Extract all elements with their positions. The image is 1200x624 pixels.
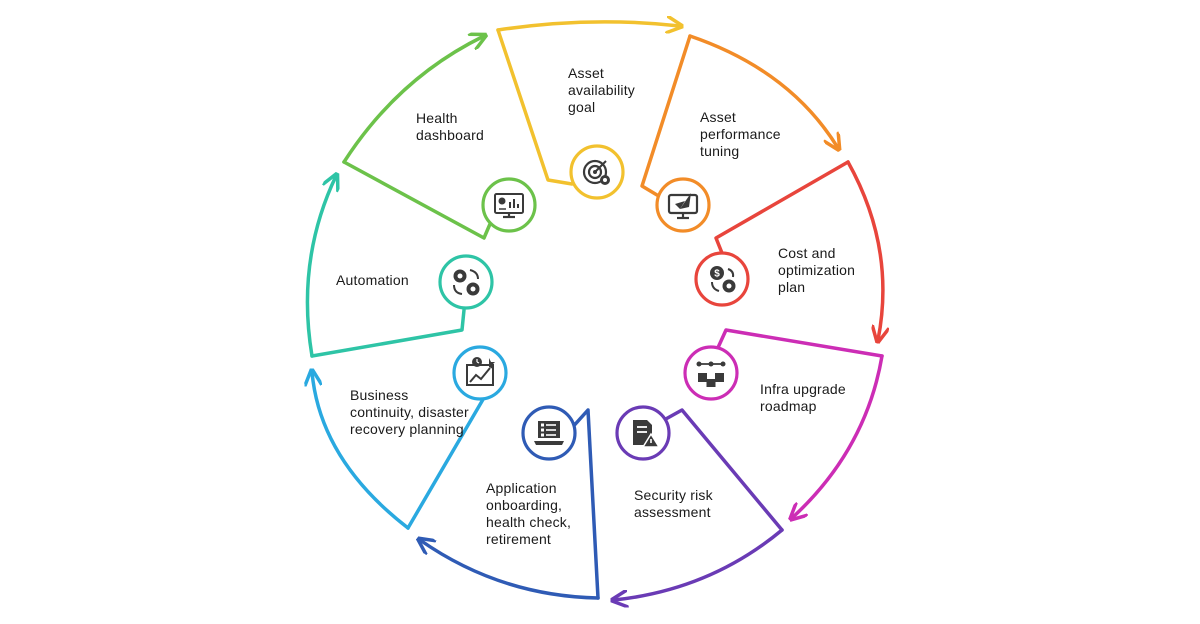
segment-cost-and-optimization-plan-edge bbox=[714, 160, 850, 260]
label-line: performance bbox=[700, 126, 781, 142]
label-line: Business bbox=[350, 387, 408, 403]
segment-asset-performance-tuning-arrow bbox=[688, 34, 838, 148]
label-line: Cost and bbox=[778, 245, 836, 261]
badge-cost-and-optimization-plan bbox=[694, 251, 750, 307]
segment-automation-edge bbox=[310, 308, 466, 358]
label-line: tuning bbox=[700, 143, 739, 159]
laptop-checklist-icon bbox=[534, 421, 564, 445]
badge-automation bbox=[438, 254, 494, 310]
label-line: Application bbox=[486, 480, 557, 496]
segment-asset-availability-goal-edge bbox=[496, 28, 574, 186]
label-line: Security risk bbox=[634, 487, 714, 503]
segment-health-dashboard-arrow bbox=[342, 36, 484, 164]
rocket-monitor-icon bbox=[667, 193, 699, 220]
badge-business-continuity bbox=[452, 345, 508, 401]
label-line: goal bbox=[568, 99, 595, 115]
svg-text:$: $ bbox=[714, 269, 720, 280]
label-automation: Automation bbox=[336, 272, 409, 288]
label-line: Asset bbox=[700, 109, 736, 125]
label-line: dashboard bbox=[416, 127, 484, 143]
label-line: assessment bbox=[634, 504, 711, 520]
target-gear-icon bbox=[582, 159, 610, 185]
label-line: Infra upgrade bbox=[760, 381, 846, 397]
label-line: retirement bbox=[486, 531, 551, 547]
segment-business-continuity-arrow bbox=[312, 372, 410, 530]
segment-cost-and-optimization-plan-arrow bbox=[846, 160, 883, 340]
roadmap-boxes-icon bbox=[696, 361, 726, 387]
gears-cycle-icon bbox=[453, 269, 480, 296]
clock-chart-icon bbox=[466, 357, 495, 386]
dollar-gear-cycle-icon: $ bbox=[710, 266, 736, 293]
label-line: roadmap bbox=[760, 398, 817, 414]
document-warning-icon bbox=[633, 420, 661, 448]
dashboard-monitor-icon bbox=[494, 193, 524, 219]
label-line: optimization bbox=[778, 262, 855, 278]
segment-infra-upgrade-roadmap-arrow bbox=[792, 354, 884, 518]
segment-application-onboarding-edge bbox=[568, 408, 600, 600]
segment-automation-arrow bbox=[305, 176, 336, 358]
label-line: Health bbox=[416, 110, 458, 126]
label-line: Asset bbox=[568, 65, 604, 81]
segment-infra-upgrade-roadmap-edge bbox=[714, 328, 884, 358]
segment-application-onboarding-arrow bbox=[420, 540, 600, 600]
label-line: health check, bbox=[486, 514, 571, 530]
label-line: availability bbox=[568, 82, 635, 98]
label-line: Automation bbox=[336, 272, 409, 288]
segment-asset-availability-goal-arrow bbox=[496, 22, 680, 30]
segment-asset-performance-tuning-edge bbox=[640, 34, 692, 200]
segment-health-dashboard-edge bbox=[342, 160, 492, 240]
label-line: onboarding, bbox=[486, 497, 562, 513]
label-line: recovery planning bbox=[350, 421, 464, 437]
badge-infra-upgrade-roadmap bbox=[683, 345, 739, 401]
label-line: plan bbox=[778, 279, 805, 295]
label-line: continuity, disaster bbox=[350, 404, 469, 420]
segment-security-risk-assessment-edge bbox=[662, 408, 784, 532]
segment-security-risk-assessment-arrow bbox=[614, 528, 784, 600]
